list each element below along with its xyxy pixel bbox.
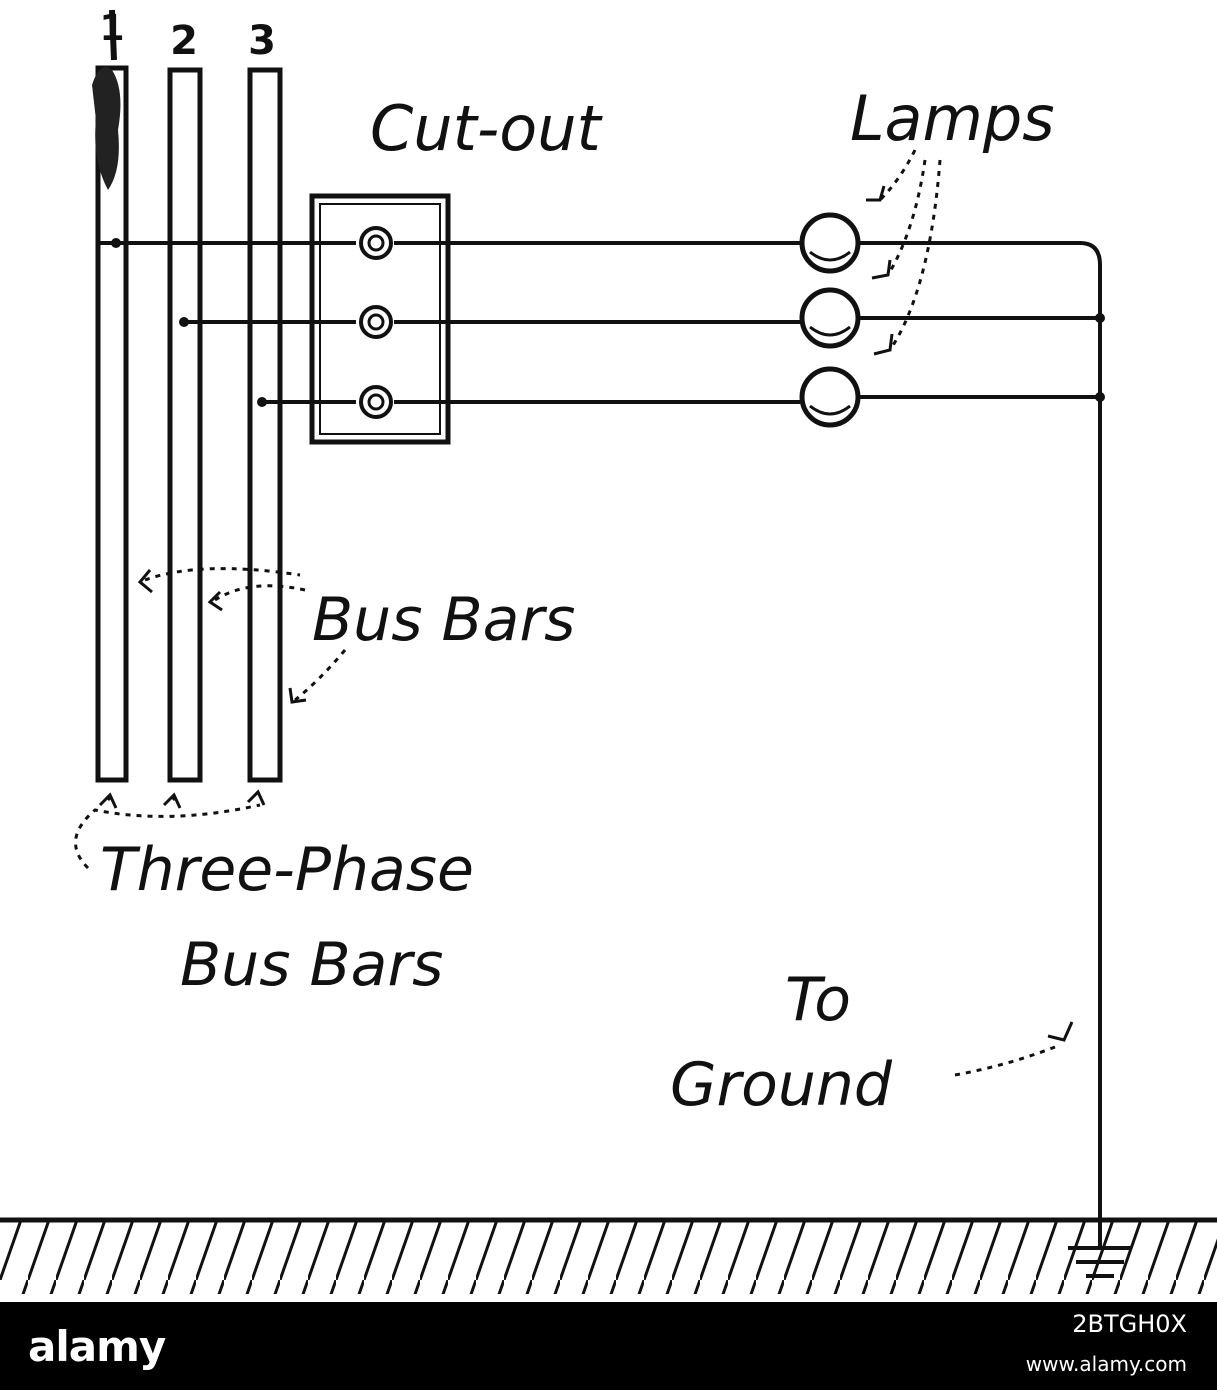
alamy-logo: alamy: [28, 1322, 166, 1371]
to-ground-label-line1: To: [785, 965, 851, 1035]
cutout-label: Cut-out: [370, 92, 603, 165]
lamp-3: [799, 366, 861, 428]
bus-bars-leaders: [144, 567, 347, 702]
to-ground-label-line2: Ground: [670, 1050, 893, 1120]
fuse-terminal-1: [359, 226, 393, 260]
bus-number-3: 3: [248, 18, 276, 64]
lamps-arrowheads: [866, 185, 894, 356]
watermark-url: www.alamy.com: [1025, 1352, 1187, 1376]
lamps-label: Lamps: [850, 82, 1055, 155]
ground-symbol: [1068, 1225, 1132, 1278]
lamp-1: [799, 212, 861, 274]
lamps-leaders: [878, 149, 942, 351]
phase-wire-3: [257, 392, 1105, 407]
phase-wire-1: [98, 238, 1102, 1225]
bus-bar-1: [92, 9, 129, 783]
bus-bar-3: [247, 67, 283, 783]
lamp-2: [799, 287, 861, 349]
ground-surface: [0, 1217, 1217, 1294]
image-id: 2BTGH0X: [1072, 1310, 1187, 1338]
fuse-terminal-2: [359, 305, 393, 339]
bus-bars-arrowheads: [137, 569, 307, 704]
bus-bar-2: [167, 67, 203, 783]
three-phase-arrowheads: [98, 789, 266, 809]
wiring-diagram: 1 2 3 Cut-out Lamps Bus Bars Three-Phase…: [0, 8, 1217, 1294]
bus-number-1: 1: [99, 8, 124, 49]
three-phase-label-line1: Three-Phase: [100, 835, 474, 905]
phase-wire-2: [179, 313, 1105, 327]
bus-number-2: 2: [170, 18, 198, 64]
fuse-terminal-3: [359, 385, 393, 419]
watermark-bar: alamy 2BTGH0X www.alamy.com: [0, 1302, 1217, 1390]
ground-leader: [954, 1021, 1074, 1077]
three-phase-label-line2: Bus Bars: [180, 930, 443, 1000]
bus-bars-label: Bus Bars: [312, 585, 575, 655]
